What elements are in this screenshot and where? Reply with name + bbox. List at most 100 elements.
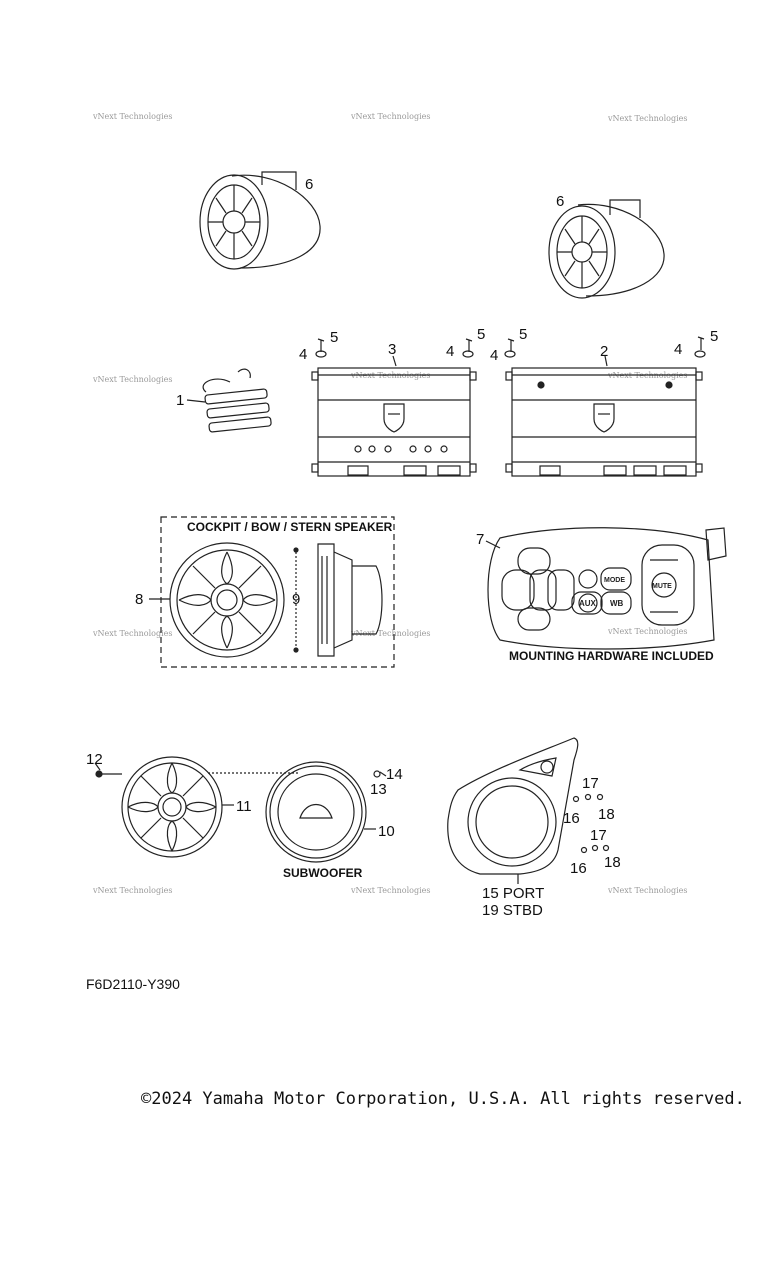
copyright-notice: ©2024 Yamaha Motor Corporation, U.S.A. A… [141, 1089, 745, 1109]
leader-7 [485, 540, 501, 549]
svg-text:COCKPIT / BOW / STERN SPEAKER: COCKPIT / BOW / STERN SPEAKER [187, 520, 393, 534]
diagram-code: F6D2110-Y390 [86, 976, 180, 992]
callout-4a: 4 [299, 346, 307, 363]
svg-text:16: 16 [570, 860, 587, 877]
callout-11: 11 [236, 798, 252, 815]
svg-text:MUTE: MUTE [652, 583, 672, 590]
tower-speaker-left [199, 171, 321, 270]
svg-text:14: 14 [386, 766, 403, 783]
svg-text:9: 9 [292, 591, 300, 608]
speaker-screws [293, 547, 299, 653]
speaker-pod [447, 737, 579, 875]
watermark-8: vNext Technologies [350, 629, 430, 638]
svg-text:5: 5 [330, 329, 338, 346]
callout-6-right: 6 [556, 193, 564, 210]
remote-key-mode: MODE [604, 577, 625, 584]
svg-text:18: 18 [598, 806, 615, 823]
svg-text:18: 18 [604, 854, 621, 871]
callout-6-left: 6 [305, 176, 313, 193]
svg-text:vNext Technologies: vNext Technologies [350, 629, 430, 638]
tower-speaker-right [548, 199, 665, 299]
svg-text:10: 10 [378, 823, 395, 840]
svg-text:15 PORT: 15 PORT [482, 885, 544, 902]
watermark-3: vNext Technologies [607, 114, 687, 123]
screws-washers [315, 336, 706, 367]
svg-text:vNext Technologies: vNext Technologies [350, 886, 430, 895]
svg-text:2: 2 [600, 343, 608, 360]
pod-stbd-caption: 19 STBD [482, 902, 543, 919]
svg-text:19 STBD: 19 STBD [482, 902, 543, 919]
grommet-13-14 [373, 770, 387, 778]
callout-5b: 5 [477, 326, 485, 343]
watermark-9: vNext Technologies [607, 627, 687, 636]
svg-text:vNext Technologies: vNext Technologies [92, 375, 172, 384]
screw-12 [94, 762, 122, 778]
callout-7: 7 [476, 531, 484, 548]
svg-text:AUX: AUX [579, 599, 597, 608]
pod-port-caption: 15 PORT [482, 885, 544, 902]
svg-text:12: 12 [86, 751, 103, 768]
callout-18a: 18 [598, 806, 615, 823]
callout-17a: 17 [582, 775, 599, 792]
svg-text:5: 5 [477, 326, 485, 343]
svg-text:SUBWOOFER: SUBWOOFER [283, 866, 363, 880]
callout-4c: 4 [490, 347, 498, 364]
mounting-caption: MOUNTING HARDWARE INCLUDED [509, 649, 714, 663]
svg-text:17: 17 [582, 775, 599, 792]
watermark-10: vNext Technologies [92, 886, 172, 895]
svg-text:5: 5 [710, 328, 718, 345]
callout-17b: 17 [590, 827, 607, 844]
callout-13: 13 [370, 781, 387, 798]
svg-text:vNext Technologies: vNext Technologies [92, 112, 172, 121]
svg-text:4: 4 [674, 341, 682, 358]
amplifier-3 [311, 367, 477, 477]
svg-text:7: 7 [476, 531, 484, 548]
svg-text:vNext Technologies: vNext Technologies [92, 629, 172, 638]
callout-4d: 4 [674, 341, 682, 358]
callout-8: 8 [135, 591, 143, 608]
svg-text:4: 4 [446, 343, 454, 360]
callout-14: 14 [386, 766, 403, 783]
svg-text:vNext Technologies: vNext Technologies [607, 114, 687, 123]
speaker-group-frame [160, 516, 395, 668]
cockpit-speaker-front [169, 542, 285, 658]
callout-3: 3 [388, 341, 396, 358]
callout-5a: 5 [330, 329, 338, 346]
svg-text:vNext Technologies: vNext Technologies [92, 886, 172, 895]
subwoofer-10 [265, 761, 367, 863]
svg-text:vNext Technologies: vNext Technologies [607, 886, 687, 895]
svg-text:1: 1 [176, 392, 184, 409]
svg-text:8: 8 [135, 591, 143, 608]
svg-text:MODE: MODE [604, 577, 625, 584]
remote-key-aux: AUX [579, 599, 597, 608]
callout-12: 12 [86, 751, 103, 768]
watermark-7: vNext Technologies [92, 629, 172, 638]
callout-16b: 16 [570, 860, 587, 877]
cockpit-speaker-side [317, 543, 383, 657]
callout-5d: 5 [710, 328, 718, 345]
wiring-harness [186, 368, 272, 433]
callout-5c: 5 [519, 326, 527, 343]
svg-text:4: 4 [490, 347, 498, 364]
remote-key-mute: MUTE [652, 583, 672, 590]
callout-18b: 18 [604, 854, 621, 871]
fasteners-16-18 [572, 793, 610, 854]
svg-text:vNext Technologies: vNext Technologies [607, 627, 687, 636]
svg-text:11: 11 [236, 798, 252, 815]
svg-text:17: 17 [590, 827, 607, 844]
svg-text:4: 4 [299, 346, 307, 363]
callout-10: 10 [378, 823, 395, 840]
amplifier-2 [505, 367, 703, 477]
remote-control [487, 527, 727, 650]
speaker-group-caption: COCKPIT / BOW / STERN SPEAKER [187, 520, 393, 534]
watermark-2: vNext Technologies [350, 112, 430, 121]
svg-text:3: 3 [388, 341, 396, 358]
svg-text:vNext Technologies: vNext Technologies [350, 112, 430, 121]
watermark-11: vNext Technologies [350, 886, 430, 895]
watermark-4: vNext Technologies [92, 375, 172, 384]
callout-2: 2 [600, 343, 608, 360]
svg-text:6: 6 [556, 193, 564, 210]
watermark-12: vNext Technologies [607, 886, 687, 895]
subwoofer-caption: SUBWOOFER [283, 866, 363, 880]
